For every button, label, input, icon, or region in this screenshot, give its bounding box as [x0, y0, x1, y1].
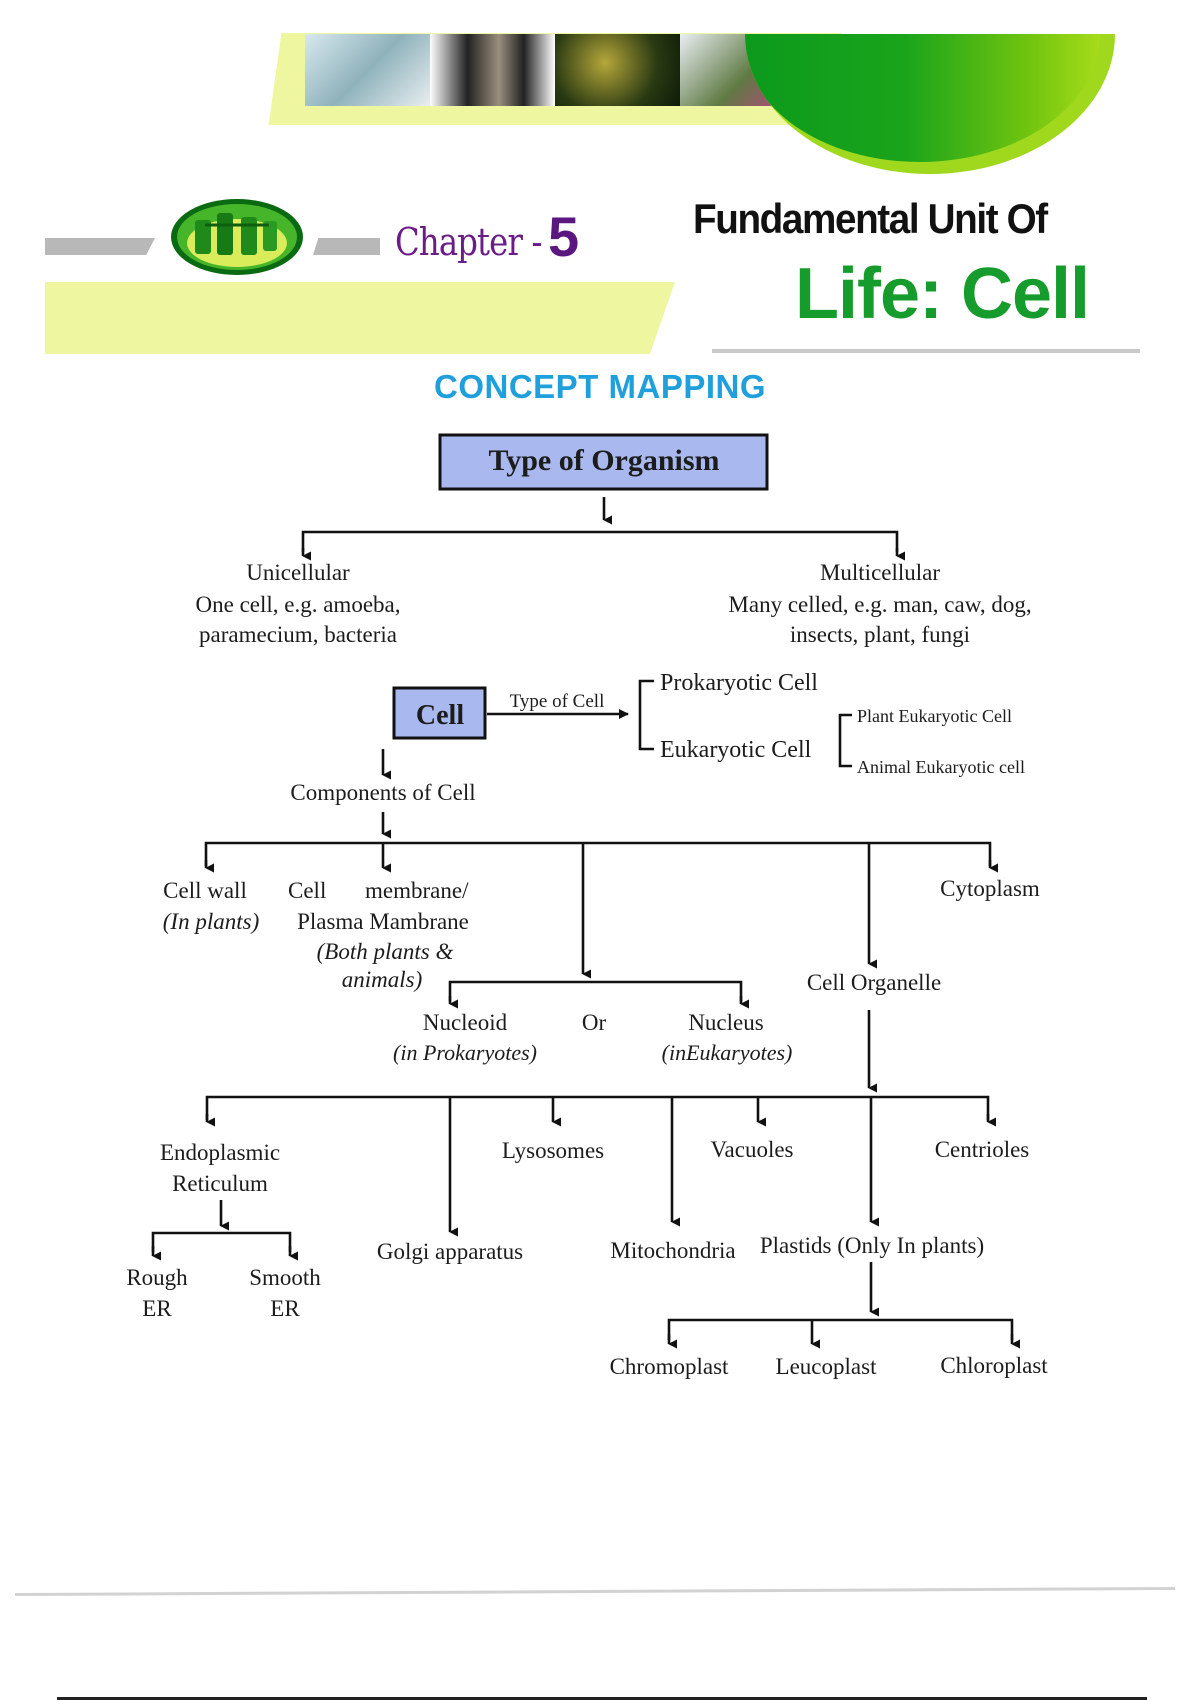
page-title-line2: Life: Cell — [795, 254, 1090, 334]
plant-eukaryotic-cell: Plant Eukaryotic Cell — [857, 706, 1012, 726]
branch-organelles — [205, 1095, 990, 1120]
type-of-cell-label: Type of Cell — [510, 691, 605, 712]
prokaryotic-cell: Prokaryotic Cell — [660, 670, 818, 696]
cell-membrane-note1: (Both plants & — [317, 939, 454, 964]
golgi-apparatus: Golgi apparatus — [377, 1239, 523, 1264]
cell-wall-note: (In plants) — [163, 909, 259, 934]
rough-er-line1: Rough — [126, 1265, 188, 1290]
microscope-photo — [430, 34, 555, 106]
centrioles: Centrioles — [935, 1137, 1030, 1162]
cell-wall: Cell wall — [163, 878, 247, 903]
chloroplast: Chloroplast — [940, 1353, 1048, 1378]
smooth-er-line2: ER — [270, 1296, 300, 1321]
unicellular-desc-1: One cell, e.g. amoeba, — [196, 592, 401, 617]
page-title-line1: Fundamental Unit Of — [693, 195, 1048, 242]
chapter-label: Chapter - — [395, 220, 542, 264]
components-of-cell: Components of Cell — [290, 780, 475, 805]
cell-label: Cell — [416, 700, 464, 731]
root-box — [438, 433, 769, 491]
cytoplasm: Cytoplasm — [940, 876, 1040, 901]
grey-bar-left — [45, 238, 155, 255]
bracket-cell-types — [638, 679, 654, 751]
page-bottom-rule — [57, 1697, 1147, 1700]
unicellular-title: Unicellular — [246, 560, 350, 585]
eukaryotic-cell: Eukaryotic Cell — [660, 737, 812, 763]
cell-membrane-note2: animals) — [342, 967, 423, 992]
leucoplast: Leucoplast — [776, 1354, 878, 1379]
chapter-number: 5 — [548, 205, 580, 268]
chapter-yellow-band — [45, 282, 675, 354]
animal-eukaryotic-cell: Animal Eukaryotic cell — [857, 757, 1025, 777]
nucleus: Nucleus — [688, 1010, 763, 1035]
unicellular-desc-2: paramecium, bacteria — [199, 622, 397, 647]
branch-components — [204, 841, 992, 866]
multicellular-desc-2: insects, plant, fungi — [790, 622, 970, 647]
cell-box — [392, 686, 487, 740]
section-heading: CONCEPT MAPPING — [433, 368, 767, 405]
plant-photo — [555, 34, 680, 106]
nucleoid-note: (in Prokaryotes) — [393, 1040, 537, 1065]
nucleus-note: (inEukaryotes) — [662, 1040, 793, 1065]
mitochondria: Mitochondria — [610, 1238, 735, 1263]
branch-organism — [301, 530, 899, 552]
multicellular-desc-1: Many celled, e.g. man, caw, dog, — [728, 592, 1031, 617]
chloroplast-icon — [171, 199, 303, 275]
or-label: Or — [582, 1010, 607, 1035]
multicellular-title: Multicellular — [820, 560, 940, 585]
nucleoid: Nucleoid — [423, 1010, 508, 1035]
branch-er — [151, 1231, 292, 1252]
rough-er-line2: ER — [142, 1296, 172, 1321]
plastids: Plastids (Only In plants) — [760, 1233, 984, 1258]
branch-plastids — [667, 1318, 1014, 1340]
title-underline — [712, 349, 1140, 353]
chromoplast: Chromoplast — [610, 1354, 729, 1379]
grey-bar-right — [313, 238, 380, 255]
lysosomes: Lysosomes — [502, 1138, 604, 1163]
cell-membrane-line1a: Cell — [288, 878, 326, 903]
smooth-er-line1: Smooth — [249, 1265, 321, 1290]
cell-organelle: Cell Organelle — [807, 970, 941, 995]
dna-photo — [305, 34, 430, 106]
branch-nucleus — [448, 980, 743, 1001]
vacuoles: Vacuoles — [710, 1137, 793, 1162]
bracket-eukaryotic-types — [838, 713, 852, 768]
cell-membrane-line2: Plasma Mambrane — [297, 909, 469, 934]
connector-lines — [151, 497, 1021, 1349]
er-line2: Reticulum — [172, 1171, 268, 1196]
root-label: Type of Organism — [488, 444, 719, 477]
cell-membrane-line1b: membrane/ — [365, 878, 469, 903]
er-line1: Endoplasmic — [160, 1140, 280, 1165]
